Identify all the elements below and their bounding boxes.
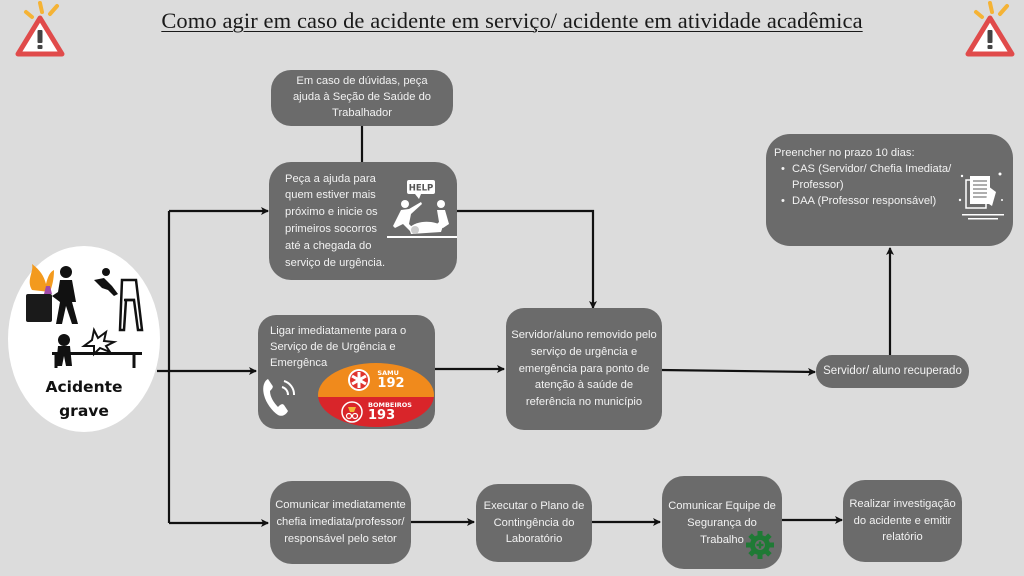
emergency-numbers-badge: SAMU 192 BOMBEIROS 193 [318,363,434,427]
node-comunicar-chefia: Comunicar imediatamente chefia imediata/… [270,481,411,564]
star-of-life-icon [348,369,371,391]
help-sign: HELP [409,184,434,194]
safety-gear-plus-icon [746,531,774,559]
node-ligar-emergencia: Ligar imediatamente para o Serviço de de… [258,315,435,429]
node-pedir-ajuda: Peça a ajuda para quem estiver mais próx… [269,162,457,280]
start-node-label-line2: grave [59,402,109,420]
node-plano-contingencia: Executar o Plano de Contingência do Labo… [476,484,592,562]
start-node-acidente-grave: Acidente grave [8,246,160,432]
preencher-item-cas: CAS (Servidor/ Chefia Imediata/ Professo… [774,162,969,194]
bombeiros-number[interactable]: BOMBEIROS 193 [318,397,434,427]
node-preencher-formularios: Preencher no prazo 10 dias: CAS (Servido… [766,134,1013,246]
node-duvidas-saude-trabalhador: Em caso de dúvidas, peça ajuda à Seção d… [271,70,453,126]
samu-number[interactable]: SAMU 192 [318,363,434,397]
accident-scenes-icon [26,264,144,368]
phone-ringing-icon [263,379,295,416]
warning-triangle-icon-right [962,0,1018,58]
node-comunicar-seguranca-trabalho: Comunicar Equipe de Segurança do Trabalh… [662,476,782,569]
node-recuperado: Servidor/ aluno recuperado [816,355,969,388]
document-form-icon [958,172,1004,220]
start-node-label-line1: Acidente [45,378,123,396]
page-title: Como agir em caso de acidente em serviço… [161,8,863,33]
preencher-item-daa: DAA (Professor responsável) [774,194,969,210]
first-aid-help-icon: HELP [387,180,457,238]
node-removido-servico-urgencia: Servidor/aluno removido pelo serviço de … [506,308,662,430]
preencher-list: CAS (Servidor/ Chefia Imediata/ Professo… [774,162,969,210]
node-realizar-investigacao: Realizar investigação do acidente e emit… [843,480,962,562]
firefighter-emblem-icon [341,401,363,423]
warning-triangle-icon-left [12,0,68,58]
connector-ajuda-to-removido [456,209,597,309]
connector-removido-to-recuperado [660,367,816,376]
preencher-heading: Preencher no prazo 10 dias: [774,147,915,159]
